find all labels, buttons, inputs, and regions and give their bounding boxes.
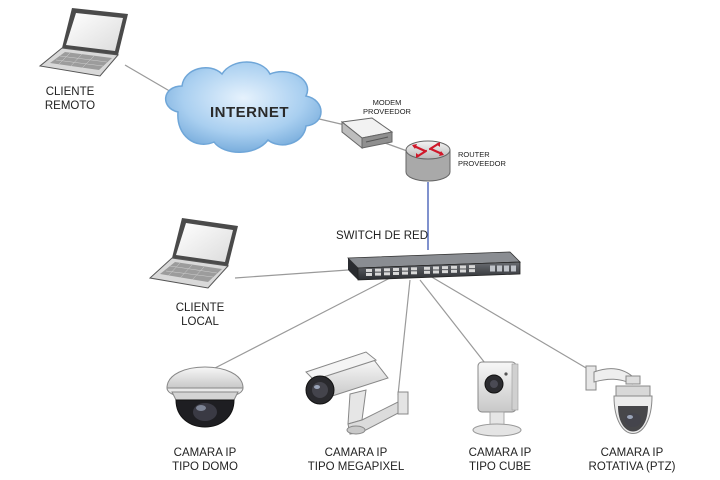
laptop-remote-icon <box>38 8 128 77</box>
label-cliente-remoto-line2: REMOTO <box>44 99 96 112</box>
switch-port <box>469 265 475 269</box>
label-camara-domo: CAMARA IP TIPO DOMO <box>155 447 255 474</box>
label-camara-domo-line1: CAMARA IP <box>173 447 237 459</box>
switch-port <box>366 272 372 276</box>
link-internet-to-modem <box>314 117 346 126</box>
label-internet: INTERNET <box>210 104 289 121</box>
link-switch-to-domo <box>214 277 391 369</box>
label-modem-line2: PROVEEDOR <box>363 107 411 117</box>
switch-port <box>460 265 466 269</box>
label-camara-megapixel: CAMARA IP TIPO MEGAPIXEL <box>296 447 416 474</box>
switch-port <box>433 266 439 270</box>
internet-cloud-icon <box>165 61 322 153</box>
dome-camera-icon <box>166 366 244 428</box>
label-camara-megapixel-line1: CAMARA IP <box>324 447 388 459</box>
label-camara-domo-line2: TIPO DOMO <box>172 460 238 473</box>
label-cliente-local-line2: LOCAL <box>181 315 219 328</box>
switch-port <box>442 270 448 274</box>
switch-uplink-port <box>511 265 516 272</box>
megapixel-camera-icon <box>305 351 409 435</box>
label-camara-ptz-line1: CAMARA IP <box>600 447 664 459</box>
modem-icon <box>340 117 394 150</box>
label-camara-megapixel-line2: TIPO MEGAPIXEL <box>307 460 405 473</box>
link-switch-to-cube <box>419 279 493 373</box>
switch-port <box>433 270 439 274</box>
switch-port <box>460 269 466 273</box>
label-modem-line1: MODEM <box>372 98 402 107</box>
switch-port <box>402 267 408 271</box>
switch-port <box>375 268 381 272</box>
switch-port <box>442 266 448 270</box>
switch-port <box>384 272 390 276</box>
switch-uplink-port <box>504 265 509 272</box>
label-camara-ptz-line2: ROTATIVA (PTZ) <box>588 460 676 473</box>
cube-camera-icon <box>472 361 522 437</box>
switch-uplink-port <box>490 265 495 272</box>
link-switch-to-ptz <box>429 275 599 376</box>
switch-port <box>411 267 417 271</box>
link-local-to-switch <box>234 269 349 279</box>
switch-port <box>469 269 475 273</box>
switch-port <box>424 266 430 270</box>
label-switch-de-red: SWITCH DE RED <box>336 230 428 242</box>
switch-port <box>402 271 408 275</box>
link-switch-to-megapixel <box>397 279 411 396</box>
label-camara-ptz: CAMARA IP ROTATIVA (PTZ) <box>572 447 692 474</box>
switch-port <box>375 272 381 276</box>
switch-port <box>424 270 430 274</box>
switch-uplink-port <box>497 265 502 272</box>
laptop-local-icon <box>148 218 238 289</box>
connection-lines <box>124 64 599 396</box>
label-cliente-local-line1: CLIENTE <box>175 302 225 314</box>
ptz-camera-icon <box>585 365 653 434</box>
label-router-line2: PROVEEDOR <box>458 159 506 169</box>
switch-port <box>451 265 457 269</box>
switch-port <box>393 267 399 271</box>
switch-port <box>451 269 457 273</box>
label-modem-proveedor: MODEM PROVEEDOR <box>352 98 422 117</box>
label-cliente-remoto: CLIENTE REMOTO <box>25 86 115 113</box>
switch-port <box>384 268 390 272</box>
switch-port <box>411 271 417 275</box>
label-cliente-local: CLIENTE LOCAL <box>155 302 245 329</box>
label-router-line1: ROUTER <box>458 150 490 159</box>
label-camara-cube-line2: TIPO CUBE <box>469 460 531 473</box>
label-camara-cube-line1: CAMARA IP <box>468 447 532 459</box>
label-router-proveedor: ROUTER PROVEEDOR <box>458 150 528 169</box>
switch-port <box>393 271 399 275</box>
label-camara-cube: CAMARA IP TIPO CUBE <box>450 447 550 474</box>
label-cliente-remoto-line1: CLIENTE <box>45 86 95 98</box>
router-icon <box>405 140 451 182</box>
switch-port <box>366 268 372 272</box>
network-switch-icon <box>347 251 521 281</box>
